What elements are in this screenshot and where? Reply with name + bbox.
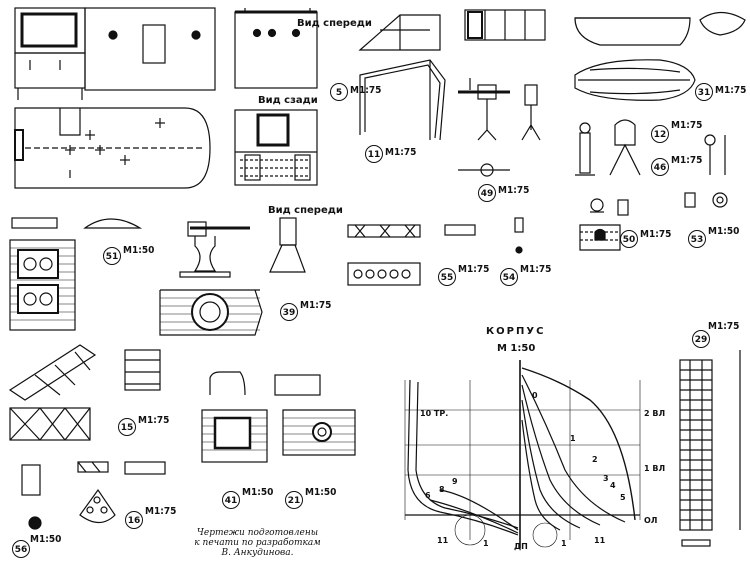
part-number: 55 — [438, 268, 456, 286]
part-number: 51 — [103, 247, 121, 265]
hull-label-ol: ОЛ — [644, 516, 658, 525]
hull-station: 9 — [452, 477, 458, 486]
hull-station: 0 — [532, 391, 538, 400]
part-scale: М1:75 — [385, 147, 417, 158]
hatches-41-21 — [201, 371, 356, 463]
part-number: 49 — [478, 184, 496, 202]
hatch-group-51 — [9, 217, 143, 331]
hull-title: КОРПУС — [486, 326, 546, 337]
part-scale: М1:75 — [498, 185, 530, 196]
deckhouse-plan-view — [14, 107, 211, 189]
deckhouse-side-view — [14, 7, 216, 100]
part-scale: М1:75 — [520, 264, 552, 275]
part-scale: М1:75 — [708, 321, 740, 332]
part-scale: М1:50 — [305, 487, 337, 498]
hull-scale: М 1:50 — [497, 343, 536, 354]
hull-label-2vl: 2 ВЛ — [644, 409, 666, 418]
hull-buttock: 1 — [561, 539, 567, 548]
part-scale: М1:75 — [671, 155, 703, 166]
ladder-29 — [679, 350, 741, 547]
hull-buttock: 11 — [437, 536, 449, 545]
hull-station: 8 — [439, 485, 445, 494]
part-number: 16 — [125, 511, 143, 529]
part-number: 41 — [222, 491, 240, 509]
part-number: 11 — [365, 145, 383, 163]
frame-parts — [358, 9, 546, 141]
hull-buttock: 1 — [483, 539, 489, 548]
hull-station: 6 — [425, 491, 431, 500]
hull-station: 3 — [603, 474, 609, 483]
rails-55 — [347, 217, 524, 286]
hull-label-10tr: 10 ТР. — [420, 409, 449, 418]
part-number: 39 — [280, 303, 298, 321]
hull-station: 4 — [610, 481, 616, 490]
part-number: 21 — [285, 491, 303, 509]
gangway-15 — [8, 344, 161, 441]
deck-gun-39 — [159, 217, 306, 336]
part-number: 53 — [688, 230, 706, 248]
front-view — [234, 8, 318, 89]
part-scale: М1:75 — [640, 229, 672, 240]
credit-line-3: В. Анкудинова. — [221, 548, 294, 558]
credit-line-2: к печати по разработкам — [194, 538, 321, 548]
hull-buttock: 11 — [594, 536, 606, 545]
boat — [574, 11, 746, 101]
searchlights — [575, 119, 726, 216]
part-number: 54 — [500, 268, 518, 286]
part-number: 5 — [330, 83, 348, 101]
part-number: 46 — [651, 158, 669, 176]
hull-body-plan — [404, 360, 641, 548]
part-number: 15 — [118, 418, 136, 436]
part-scale: М1:75 — [138, 415, 170, 426]
part-scale: М1:50 — [123, 245, 155, 256]
part-scale: М1:75 — [300, 300, 332, 311]
part-number: 50 — [620, 230, 638, 248]
part-scale: М1:75 — [715, 85, 747, 96]
part-number: 29 — [692, 330, 710, 348]
hull-station: 5 — [620, 493, 626, 502]
part-scale: М1:50 — [242, 487, 274, 498]
view-label-rear: Вид сзади — [258, 95, 318, 106]
part-scale: М1:75 — [145, 506, 177, 517]
hull-label-dp: ДП — [514, 542, 528, 551]
part-number: 56 — [12, 540, 30, 558]
hull-label-1vl: 1 ВЛ — [644, 464, 666, 473]
hull-station: 2 — [592, 455, 598, 464]
part-scale: М1:75 — [350, 85, 382, 96]
rear-view — [234, 109, 318, 186]
view-label-front: Вид спереди — [297, 18, 372, 29]
credit-line-1: Чертежи подготовлены — [196, 528, 319, 538]
hull-station: 1 — [570, 434, 576, 443]
part-number: 12 — [651, 125, 669, 143]
parts-50-53 — [579, 192, 728, 251]
view-label-front-2: Вид спереди — [268, 205, 343, 216]
part-scale: М1:50 — [30, 534, 62, 545]
fittings-16 — [21, 461, 166, 530]
part-scale: М1:75 — [671, 120, 703, 131]
part-scale: М1:50 — [708, 226, 740, 237]
part-number: 31 — [695, 83, 713, 101]
part-scale: М1:75 — [458, 264, 490, 275]
credit-note: Чертежи подготовлены к печати по разрабо… — [190, 528, 325, 558]
gun-mount-small — [458, 78, 541, 177]
